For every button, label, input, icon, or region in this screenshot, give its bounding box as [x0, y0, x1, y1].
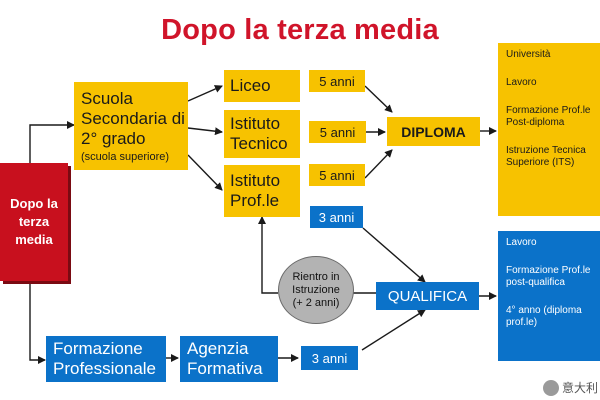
- anni-5-tecnico-box: 5 anni: [309, 121, 366, 143]
- outcome-universita: Università: [506, 49, 551, 60]
- dopo-terza-media-label: Dopo la terza media: [10, 196, 58, 247]
- istituto-prof-label: Istituto Prof.le: [230, 171, 281, 210]
- diploma-outcomes-box: Università Lavoro Formazione Prof.le Pos…: [498, 43, 600, 216]
- agenzia-formativa-box: Agenzia Formativa: [180, 336, 278, 382]
- outcome-its: Istruzione Tecnica Superiore (ITS): [506, 145, 586, 168]
- formazione-professionale-box: Formazione Professionale: [46, 336, 166, 382]
- qualifica-outcomes-box: Lavoro Formazione Prof.le post-qualifica…: [498, 231, 600, 361]
- anni-3-prof-label: 3 anni: [318, 209, 355, 225]
- diploma-label: DIPLOMA: [401, 123, 466, 140]
- anni-5-prof-box: 5 anni: [309, 164, 365, 186]
- rientro-ellipse: Rientro in Istruzione (+ 2 anni): [278, 256, 354, 324]
- scuola-secondaria-label: Scuola Secondaria di 2° grado: [81, 88, 185, 148]
- anni-3-agenzia-box: 3 anni: [301, 346, 358, 370]
- dopo-terza-media-box: Dopo la terza media: [0, 163, 68, 281]
- liceo-box: Liceo: [224, 70, 300, 102]
- qualifica-box: QUALIFICA: [376, 282, 479, 310]
- wechat-icon: [542, 379, 559, 396]
- outcome-quarto-anno: 4° anno (diploma prof.le): [506, 305, 582, 328]
- scuola-secondaria-box: Scuola Secondaria di 2° grado (scuola su…: [74, 82, 188, 170]
- formazione-professionale-label: Formazione Professionale: [53, 339, 157, 378]
- istituto-tecnico-box: Istituto Tecnico: [224, 110, 300, 158]
- anni-3-prof-box: 3 anni: [310, 206, 363, 228]
- anni-5-prof-label: 5 anni: [319, 167, 355, 183]
- qualifica-label: QUALIFICA: [387, 287, 468, 305]
- page-title: Dopo la terza media: [161, 14, 439, 46]
- istituto-prof-box: Istituto Prof.le: [224, 165, 300, 217]
- rientro-label: Rientro in Istruzione (+ 2 anni): [292, 270, 340, 309]
- scuola-superiore-label: (scuola superiore): [81, 150, 170, 163]
- anni-3-agenzia-label: 3 anni: [311, 350, 348, 366]
- outcome-formazione-post-qualifica: Formazione Prof.le post-qualifica: [506, 265, 591, 288]
- outcome-lavoro: Lavoro: [506, 77, 537, 88]
- outcome-formazione-post-diploma: Formazione Prof.le Post-diploma: [506, 105, 591, 128]
- agenzia-formativa-label: Agenzia Formativa: [187, 339, 263, 378]
- istituto-tecnico-label: Istituto Tecnico: [230, 114, 288, 153]
- anni-5-liceo-box: 5 anni: [309, 70, 365, 92]
- liceo-label: Liceo: [230, 76, 271, 95]
- outcome-lavoro-qualifica: Lavoro: [506, 237, 537, 248]
- watermark-text: 意大利: [561, 381, 598, 395]
- anni-5-tecnico-label: 5 anni: [319, 124, 356, 140]
- diploma-box: DIPLOMA: [387, 117, 480, 146]
- watermark: 意大利: [542, 379, 598, 396]
- anni-5-liceo-label: 5 anni: [319, 73, 355, 89]
